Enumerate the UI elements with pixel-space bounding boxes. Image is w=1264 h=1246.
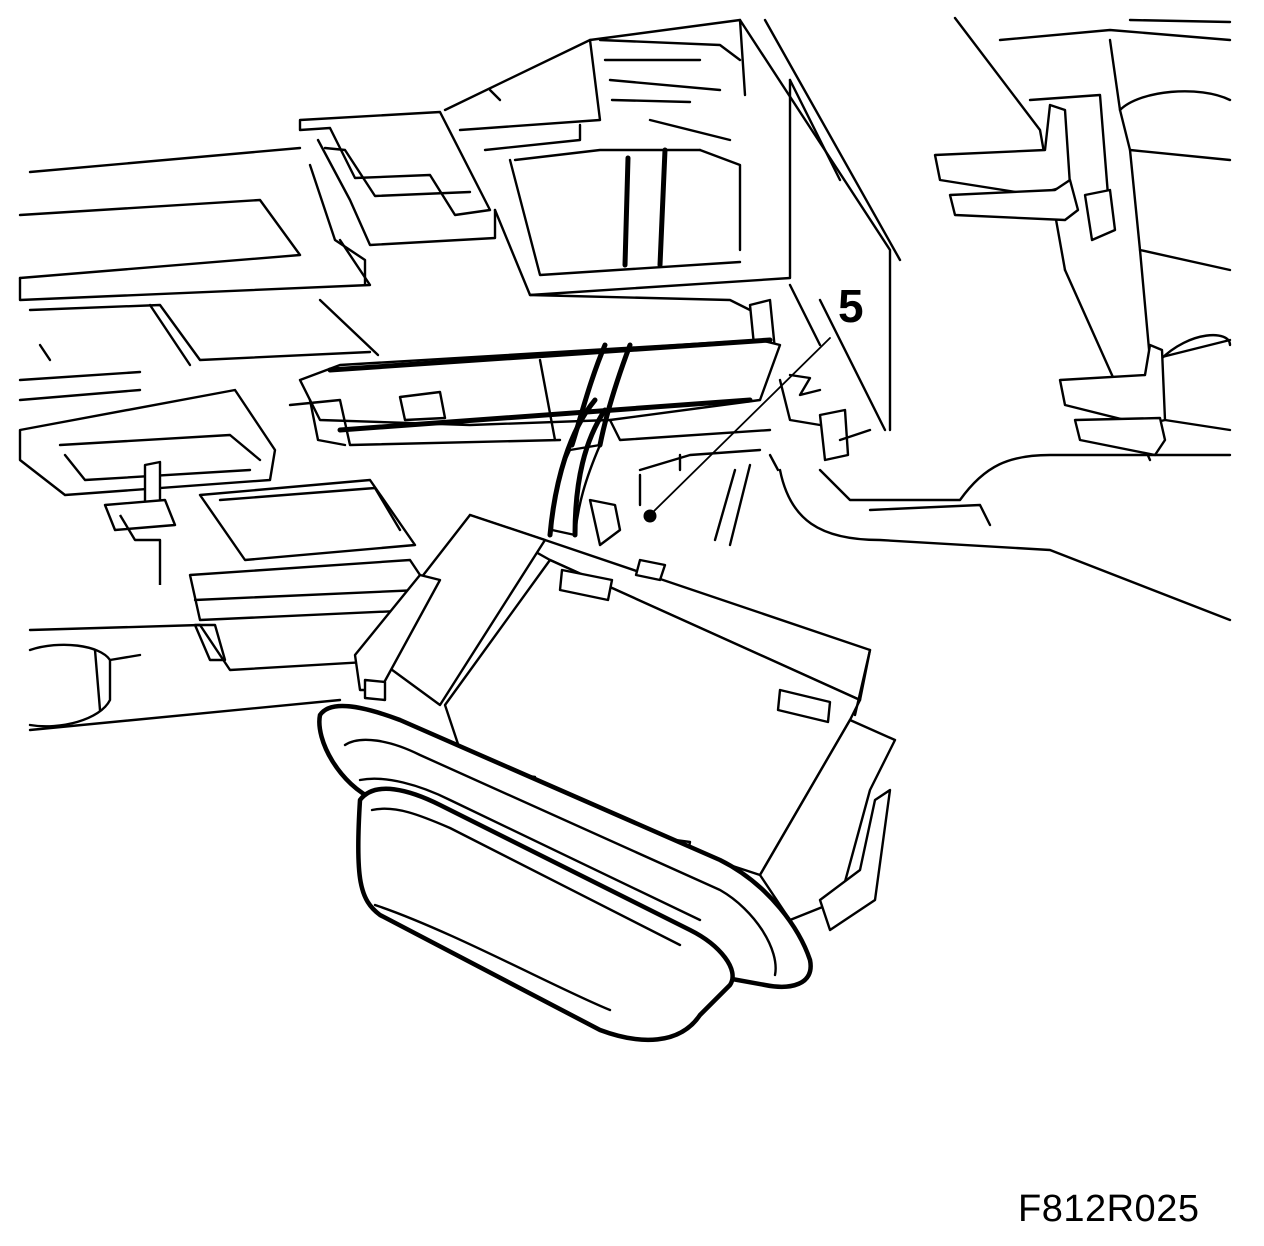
figure-code: F812R025: [1018, 1188, 1200, 1230]
callout-leader: [643, 337, 831, 523]
switch-unit: [317, 513, 897, 1042]
dashboard-frame: [18, 16, 1232, 732]
callout-number-5: 5: [838, 280, 864, 332]
wiring-harness: [547, 342, 633, 547]
